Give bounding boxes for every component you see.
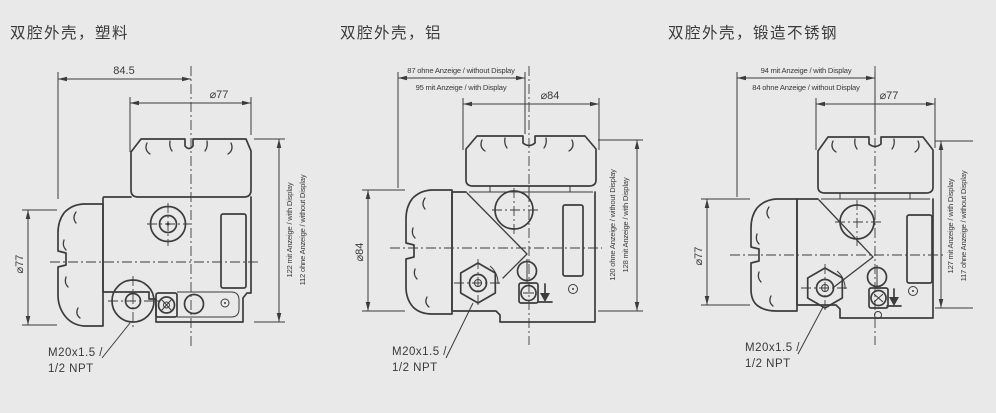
dim-cap-diameter-label: ⌀84: [541, 90, 560, 102]
centerlines: [50, 66, 258, 346]
conduit-entry-label: M20x1.5 / 1/2 NPT: [392, 302, 474, 374]
dim-width-with-display-label: 94 mit Anzeige / with Display: [761, 66, 852, 75]
dim-cap-diameter-label: ⌀77: [880, 90, 899, 102]
centerlines: [730, 66, 945, 345]
side-cover: [405, 189, 453, 315]
cover-clip: [466, 192, 528, 279]
conduit-label-line1: M20x1.5 /: [48, 347, 103, 359]
housing-outline: [57, 138, 252, 327]
housing-outline: [750, 136, 934, 319]
side-terminal-block: [220, 213, 247, 289]
dim-width-without-display-label: 87 ohne Anzeige / without Display: [407, 66, 515, 75]
conduit-label-line1: M20x1.5 /: [745, 342, 800, 354]
dimensions: 87 ohne Anzeige / without Display 95 mit…: [354, 66, 643, 312]
panel-title: 双腔外壳，塑料: [10, 25, 130, 42]
side-terminal-block: [906, 214, 933, 284]
fittings: [111, 205, 240, 323]
dim-height-with-display-label: 128 mit Anzeige / with Display: [621, 177, 630, 272]
conduit-label-line2: 1/2 NPT: [745, 358, 791, 370]
side-cover: [750, 198, 798, 312]
plastic-housing-drawing: 84.5 ⌀77 122 mit Anzeige / with Display …: [14, 65, 307, 375]
cable-gland: [111, 279, 155, 323]
ground-terminal: [155, 292, 178, 318]
fittings: [459, 190, 578, 304]
panel-aluminum-housing: 双腔外壳，铝: [330, 0, 660, 413]
dim-side-diameter-label: ⌀84: [354, 243, 366, 262]
ground-terminal: [868, 287, 889, 309]
dim-height-without-display-label: 120 ohne Anzeige / without Display: [608, 169, 617, 281]
conduit-label-line1: M20x1.5 /: [392, 346, 447, 358]
dimensions: 84.5 ⌀77 122 mit Anzeige / with Display …: [14, 65, 307, 326]
ground-terminal: [518, 282, 539, 304]
dim-height-with-display-label: 127 mit Anzeige / with Display: [946, 178, 955, 273]
side-cover: [57, 203, 104, 327]
panel-plastic-housing: 双腔外壳，塑料: [0, 0, 330, 413]
stainless-housing-drawing: 94 mit Anzeige / with Display 84 ohne An…: [693, 66, 973, 370]
aluminum-housing-drawing: 87 ohne Anzeige / without Display 95 mit…: [354, 66, 643, 374]
cover-clip: [818, 199, 874, 288]
dim-height-with-display-label: 122 mit Anzeige / with Display: [285, 182, 294, 277]
dim-height-without-display-label: 112 ohne Anzeige / without Display: [298, 174, 307, 285]
conduit-label-line2: 1/2 NPT: [392, 362, 438, 374]
dim-side-diameter-label: ⌀77: [14, 255, 26, 274]
side-terminal-block: [562, 204, 584, 277]
housing-outline: [405, 135, 597, 323]
cover-lock-boss: [149, 205, 187, 243]
cover-lock-boss: [839, 204, 875, 240]
dim-width-label: 84.5: [113, 65, 134, 77]
conduit-label-line2: 1/2 NPT: [48, 363, 94, 375]
conduit-entry-label: M20x1.5 / 1/2 NPT: [745, 306, 824, 370]
dim-height-without-display-label: 117 ohne Anzeige / without Display: [959, 170, 968, 281]
centerlines: [390, 66, 602, 345]
cover-lock-boss: [494, 190, 534, 230]
panel-title: 双腔外壳，铝: [340, 25, 443, 42]
conduit-entry-label: M20x1.5 / 1/2 NPT: [48, 322, 131, 375]
dim-cap-diameter-label: ⌀77: [210, 89, 229, 101]
dim-side-diameter-label: ⌀77: [693, 247, 705, 266]
dim-width-without-display-label: 84 ohne Anzeige / without Display: [752, 83, 860, 92]
dimensions: 94 mit Anzeige / with Display 84 ohne An…: [693, 66, 973, 309]
fittings: [806, 204, 918, 319]
panel-title: 双腔外壳，锻造不锈钢: [668, 25, 839, 42]
dim-width-with-display-label: 95 mit Anzeige / with Display: [416, 83, 507, 92]
panel-stainless-housing: 双腔外壳，锻造不锈钢: [660, 0, 996, 413]
